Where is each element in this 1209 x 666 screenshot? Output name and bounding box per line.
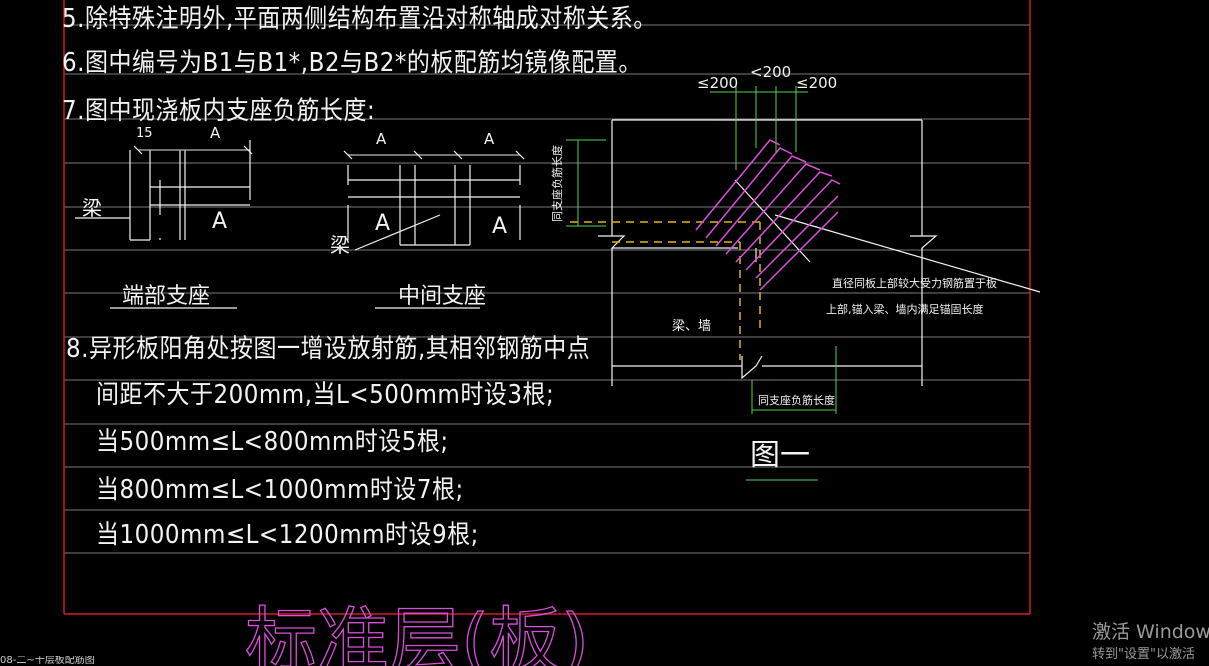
end-support-dim-15: 15 [136,126,153,141]
middle-support-beam-label: 梁 [330,233,350,257]
windows-activation-subtext: 转到"设置"以激活 [1092,647,1195,662]
middle-support-dim-a-low-right: A [492,214,507,239]
note-7: 7.图中现浇板内支座负筋长度: [62,96,376,126]
end-support-detail [75,140,253,309]
figure1-radial-rebars [695,139,841,291]
figure1-caption: 图一 [750,438,810,473]
figure1-dim-right: ≤200 [796,74,837,92]
drawing-frame [63,0,1031,615]
middle-support-dim-a-right: A [484,130,495,148]
end-support-dim-a-top: A [210,124,221,142]
figure1-dim-mid: <200 [750,63,791,81]
note-8-line3: 当500mm≤L<800mm时设5根; [96,427,449,457]
end-support-dim-a-side: A [212,209,227,234]
grid-lines [64,24,1030,554]
note-6: 6.图中编号为B1与B1*,B2与B2*的板配筋均镜像配置。 [62,48,642,78]
middle-support-dim-a-low-left: A [375,211,390,236]
layer-title-watermark: 标准层(板) [245,599,589,666]
figure1-dim-left: ≤200 [697,74,738,92]
figure1-beam-wall-label: 梁、墙 [672,319,711,334]
figure1-leader-line1: 直径同板上部较大受力钢筋置于板 [832,276,997,290]
middle-support-detail [343,150,525,309]
middle-support-caption: 中间支座 [398,284,486,309]
figure1-dimension-lines [566,86,837,481]
note-8-line4: 当800mm≤L<1000mm时设7根; [96,475,464,505]
figure1-outline [598,119,1041,386]
figure1-leader-line2: 上部,锚入梁、墙内满足锚固长度 [826,302,984,316]
end-support-beam-label: 梁 [82,196,102,220]
middle-support-dim-a-left: A [376,130,387,148]
figure1-vertical-label: 同支座负筋长度 [550,145,564,222]
end-support-caption: 端部支座 [122,284,210,309]
windows-activation-watermark: 激活 Windows [1092,621,1209,643]
note-5: 5.除特殊注明外,平面两侧结构布置沿对称轴成对称关系。 [62,4,657,34]
note-8: 8.异形板阳角处按图一增设放射筋,其相邻钢筋中点 [66,334,591,364]
note-8-line5: 当1000mm≤L<1200mm时设9根; [96,520,479,550]
note-8-line2: 间距不大于200mm,当L<500mm时设3根; [96,380,555,410]
figure1-bottom-dim-label: 同支座负筋长度 [758,393,835,407]
layout-tab[interactable]: 08-二~十层板配筋图 [0,656,160,666]
figure1-yellow-dashed [570,221,761,360]
